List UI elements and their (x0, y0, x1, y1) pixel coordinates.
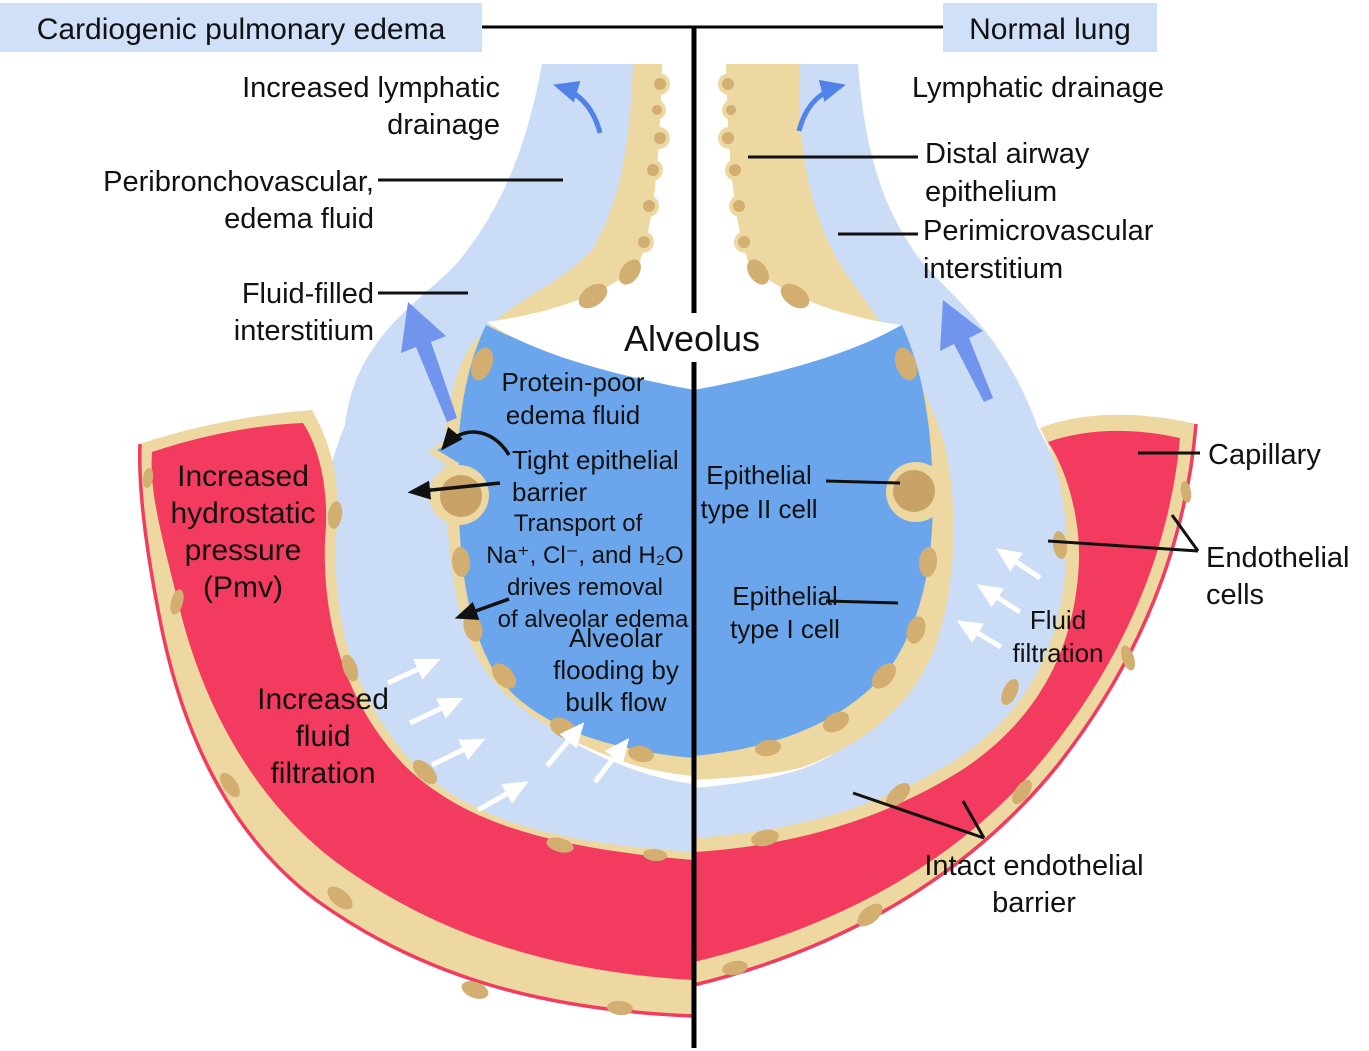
label-line: Endothelial (1206, 542, 1350, 574)
right-label-lymphatic-drainage: Lymphatic drainage (912, 72, 1164, 104)
right-label-epithelial-type2: Epithelial type II cell (700, 460, 817, 524)
black-arrows (407, 426, 511, 620)
right-alveolus-fluid (694, 325, 933, 756)
label-line: Increased lymphatic (242, 72, 500, 104)
right-endothelial-cell-nuclei (722, 481, 1192, 976)
right-interstitial-flow-arrow (940, 300, 993, 402)
label-line: type II cell (700, 494, 817, 524)
right-epithelial-type2-cell (886, 462, 946, 522)
label-alveolus: Alveolus (624, 318, 760, 359)
label-line: bulk flow (565, 687, 666, 717)
removal-arrow (454, 597, 510, 620)
label-line: edema fluid (224, 203, 374, 235)
left-label-peribronchovascular: Peribronchovascular, edema fluid (103, 166, 374, 235)
label-line: Increased (177, 460, 309, 493)
label-line: Transport of (514, 510, 643, 537)
left-epithelial-type2-cell (429, 465, 489, 525)
label-line: Fluid-filled (242, 278, 374, 310)
label-line: pressure (185, 534, 302, 567)
left-interstitium-band (318, 64, 694, 885)
label-line: flooding by (553, 655, 679, 685)
lymphatic-arrows (553, 79, 846, 134)
label-line: Epithelial (706, 460, 812, 490)
right-lymphatic-arrow (796, 79, 846, 132)
label-line: filtration (270, 757, 375, 790)
title-right-box: Normal lung (943, 3, 1157, 52)
title-right: Normal lung (969, 13, 1131, 46)
left-airway-cell-nuclei (451, 78, 666, 763)
right-label-perimicrovascular: Perimicrovascular interstitium (923, 215, 1154, 285)
label-line: hydrostatic (170, 497, 315, 530)
label-line: Perimicrovascular (923, 215, 1154, 247)
left-label-protein-poor: Protein-poor edema fluid (501, 367, 644, 430)
label-line: type I cell (730, 614, 840, 644)
label-line: edema fluid (506, 400, 640, 430)
right-label-epithelial-type1: Epithelial type I cell (730, 581, 840, 644)
label-line: Na⁺, Cl⁻, and H₂O (486, 542, 683, 569)
tight-barrier-arrow (441, 426, 511, 456)
pointer-epithelial-type2 (825, 479, 901, 485)
pointer-endothelial-cells (1047, 514, 1200, 553)
label-line: drives removal (507, 574, 663, 601)
right-label-capillary: Capillary (1208, 439, 1321, 471)
left-lymphatic-arrow (553, 80, 603, 134)
left-capillary (137, 410, 695, 1018)
left-label-transport: Transport of Na⁺, Cl⁻, and H₂O drives re… (486, 510, 689, 633)
transport-arrow (407, 480, 501, 500)
right-label-fluid-filtration: Fluid filtration (1012, 605, 1103, 668)
left-fluid-filtration-arrows (386, 658, 529, 813)
label-line: Peribronchovascular, (103, 166, 374, 198)
left-label-fluid-filled: Fluid-filled interstitium (234, 278, 374, 347)
label-line: Intact endothelial (924, 850, 1143, 882)
pointer-intact-endothelial (852, 791, 986, 840)
left-label-hydrostatic: Increased hydrostatic pressure (Pmv) (170, 460, 315, 604)
label-line: fluid (295, 720, 350, 753)
label-line: barrier (992, 887, 1076, 919)
right-airway-lumen (694, 64, 901, 390)
label-line: barrier (512, 477, 587, 507)
left-endothelial-cell-nuclei (142, 468, 667, 1016)
left-airway-lumen (487, 64, 694, 390)
left-interstitial-flow-arrow (401, 302, 457, 422)
label-line: Protein-poor (501, 367, 644, 397)
right-fluid-filtration-arrows (956, 548, 1042, 650)
right-label-intact-endothelial: Intact endothelial barrier (924, 850, 1143, 919)
label-line: Tight epithelial (512, 445, 679, 475)
label-line: interstitium (234, 315, 374, 347)
left-label-fluid-filtration: Increased fluid filtration (257, 683, 389, 790)
label-line: Alveolar (569, 623, 663, 653)
left-alveolus-edema-fluid (437, 325, 694, 758)
label-line: cells (1206, 579, 1264, 611)
label-line: Distal airway (925, 138, 1090, 170)
left-label-alveolar-flooding: Alveolar flooding by bulk flow (553, 623, 679, 717)
label-line: filtration (1012, 638, 1103, 668)
label-line: interstitium (923, 253, 1063, 285)
label-line: Fluid (1030, 605, 1086, 635)
title-left-box: Cardiogenic pulmonary edema (0, 3, 482, 52)
left-label-tight-epithelial: Tight epithelial barrier (512, 445, 679, 507)
right-airway-cell-nuclei (722, 78, 938, 757)
label-line: (Pmv) (203, 571, 283, 604)
left-label-increased-lymphatic: Increased lymphatic drainage (242, 72, 500, 141)
right-label-endothelial: Endothelial cells (1206, 542, 1350, 611)
right-capillary (693, 414, 1198, 987)
center-divider-line (482, 25, 943, 1048)
label-line: drainage (387, 109, 500, 141)
label-line: Increased (257, 683, 389, 716)
label-line: epithelium (925, 176, 1057, 208)
pointer-epithelial-type1 (825, 599, 899, 605)
right-label-distal-airway: Distal airway epithelium (925, 138, 1090, 208)
label-line: Epithelial (732, 581, 838, 611)
label-line: of alveolar edema (498, 606, 689, 633)
left-alveolar-flooding-arrows (545, 722, 630, 784)
right-interstitium-band (694, 64, 1076, 855)
pointer-lines (378, 155, 1200, 840)
title-left: Cardiogenic pulmonary edema (37, 13, 446, 46)
